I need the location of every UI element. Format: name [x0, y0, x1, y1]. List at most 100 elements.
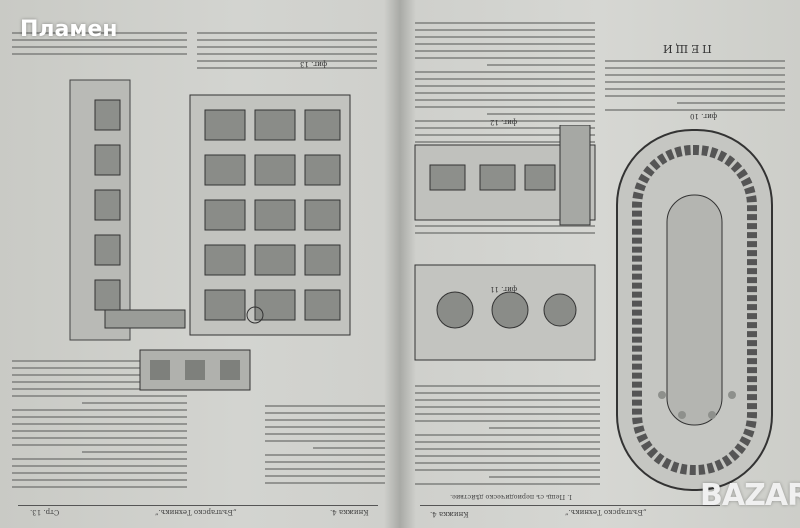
- text-line: [12, 395, 187, 397]
- text-line: [313, 447, 385, 449]
- bazar-logo: BAZAR: [700, 478, 800, 513]
- text-line: [265, 433, 385, 435]
- figure-13-drawing: [69, 79, 351, 391]
- text-line: [415, 78, 595, 80]
- text-line: [605, 60, 785, 62]
- text-line: [415, 50, 595, 52]
- text-line: [12, 437, 187, 439]
- text-line: [605, 74, 785, 76]
- text-line: [12, 46, 187, 48]
- text-line: [197, 39, 377, 41]
- left-page-text-column-4: [265, 405, 385, 489]
- text-line: [415, 434, 600, 436]
- text-line: [415, 29, 595, 31]
- text-line: [265, 454, 385, 456]
- left-issue: Книжка 4.: [330, 508, 369, 516]
- text-line: [12, 444, 187, 446]
- right-page-text-column-3: [415, 385, 600, 490]
- text-line: [415, 85, 595, 87]
- text-line: [415, 441, 600, 443]
- text-line: [415, 469, 600, 471]
- text-line: [197, 60, 377, 62]
- text-line: [605, 81, 785, 83]
- text-line: [12, 53, 187, 55]
- figure-13-label: фиг. 13: [300, 60, 328, 68]
- text-line: [415, 141, 595, 143]
- text-line: [677, 102, 785, 104]
- text-line: [415, 483, 600, 485]
- text-line: [82, 402, 187, 404]
- text-line: [12, 465, 187, 467]
- text-line: [12, 409, 187, 411]
- text-line: [415, 462, 600, 464]
- right-issue: Книжка 4.: [430, 510, 469, 518]
- text-line: [197, 67, 377, 69]
- text-line: [415, 57, 595, 59]
- text-line: [265, 468, 385, 470]
- text-line: [415, 455, 600, 457]
- text-line: [415, 22, 595, 24]
- figure-12-11-drawings: [414, 125, 596, 361]
- text-line: [12, 458, 187, 460]
- watermark-text: Пламен: [20, 17, 118, 42]
- text-line: [12, 388, 187, 390]
- text-line: [12, 367, 187, 369]
- text-line: [605, 88, 785, 90]
- text-line: [12, 374, 187, 376]
- text-line: [415, 232, 595, 234]
- text-line: [12, 381, 187, 383]
- text-line: [12, 39, 187, 41]
- text-line: [265, 412, 385, 414]
- section-title: I. Пещь съ периодическо дѣйствие.: [450, 493, 572, 501]
- text-line: [265, 419, 385, 421]
- text-line: [415, 420, 600, 422]
- text-line: [489, 476, 600, 478]
- text-line: [265, 405, 385, 407]
- text-line: [415, 71, 595, 73]
- text-line: [12, 423, 187, 425]
- text-line: [415, 43, 595, 45]
- text-line: [487, 113, 595, 115]
- text-line: [605, 67, 785, 69]
- text-line: [265, 426, 385, 428]
- text-line: [415, 92, 595, 94]
- text-line: [415, 406, 600, 408]
- text-line: [265, 461, 385, 463]
- left-journal-title: „Българско Техникъ.“: [155, 508, 237, 516]
- left-header-rule: [18, 505, 378, 506]
- text-line: [12, 416, 187, 418]
- text-line: [487, 64, 595, 66]
- text-line: [415, 225, 595, 227]
- text-line: [415, 106, 595, 108]
- text-line: [12, 479, 187, 481]
- text-line: [82, 451, 187, 453]
- right-journal-title: „Българско Техникъ.“: [565, 508, 647, 516]
- text-line: [265, 440, 385, 442]
- text-line: [415, 392, 600, 394]
- left-page-text-column-3: [12, 360, 187, 493]
- text-line: [415, 448, 600, 450]
- text-line: [415, 120, 595, 122]
- text-line: [415, 127, 595, 129]
- figure-10-label: фиг. 10: [690, 112, 718, 120]
- text-line: [605, 109, 785, 111]
- text-line: [12, 486, 187, 488]
- left-page-text-column-2: [197, 32, 377, 74]
- right-page-text-column-2: [605, 60, 785, 116]
- page-number: Стр. 13.: [30, 508, 60, 516]
- text-line: [489, 427, 600, 429]
- text-line: [12, 360, 187, 362]
- left-page-text-column-1: [12, 32, 187, 60]
- text-line: [415, 36, 595, 38]
- text-line: [415, 99, 595, 101]
- text-line: [605, 95, 785, 97]
- text-line: [12, 430, 187, 432]
- right-header-rule: [420, 505, 720, 506]
- text-line: [265, 482, 385, 484]
- text-line: [415, 413, 600, 415]
- figure-12-label: фиг. 12: [490, 118, 518, 126]
- text-line: [415, 399, 600, 401]
- figure-11-label: фиг. 11: [490, 285, 518, 293]
- text-line: [12, 32, 187, 34]
